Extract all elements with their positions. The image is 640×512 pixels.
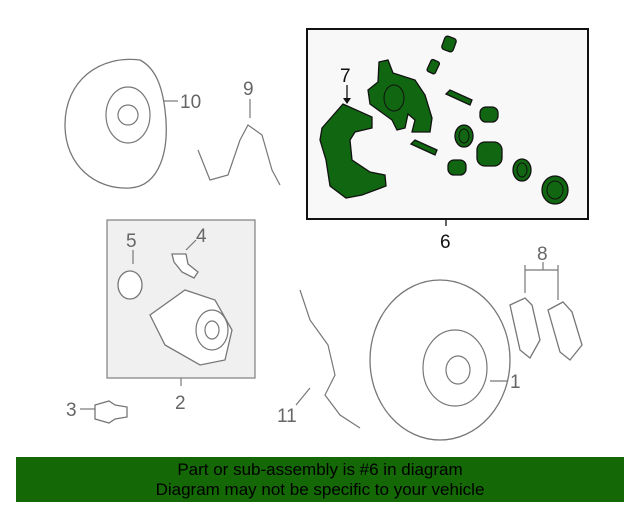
caliper-bracket[interactable] bbox=[319, 103, 387, 199]
brake-pad[interactable] bbox=[509, 297, 541, 359]
caliper-body[interactable] bbox=[367, 59, 433, 133]
callout-3[interactable]: 3 bbox=[66, 400, 77, 421]
callout-11[interactable]: 11 bbox=[277, 406, 297, 427]
brake-pad[interactable] bbox=[547, 301, 583, 361]
abs-sensor-wire[interactable] bbox=[299, 289, 361, 429]
banner-line-2: Diagram may not be specific to your vehi… bbox=[155, 480, 485, 499]
axle-hub[interactable] bbox=[149, 289, 233, 366]
callout-6[interactable]: 6 bbox=[440, 232, 451, 253]
callout-7[interactable]: 7 bbox=[340, 66, 351, 87]
dust-shield[interactable] bbox=[64, 58, 167, 189]
callout-8[interactable]: 8 bbox=[537, 244, 548, 265]
callout-1[interactable]: 1 bbox=[510, 372, 521, 393]
callout-9[interactable]: 9 bbox=[243, 79, 254, 100]
brake-rotor[interactable] bbox=[369, 279, 511, 441]
wheel-bearing[interactable] bbox=[117, 270, 143, 300]
callout-2[interactable]: 2 bbox=[175, 393, 186, 414]
banner-line-1: Part or sub-assembly is #6 in diagram bbox=[177, 460, 463, 479]
callout-5[interactable]: 5 bbox=[126, 231, 137, 252]
callout-4[interactable]: 4 bbox=[196, 226, 207, 247]
callout-10[interactable]: 10 bbox=[180, 92, 201, 113]
info-banner: Part or sub-assembly is #6 in diagram Di… bbox=[16, 457, 624, 502]
bolt[interactable] bbox=[94, 400, 128, 424]
brake-hose[interactable] bbox=[197, 124, 281, 186]
hub-bolt[interactable] bbox=[171, 253, 199, 279]
